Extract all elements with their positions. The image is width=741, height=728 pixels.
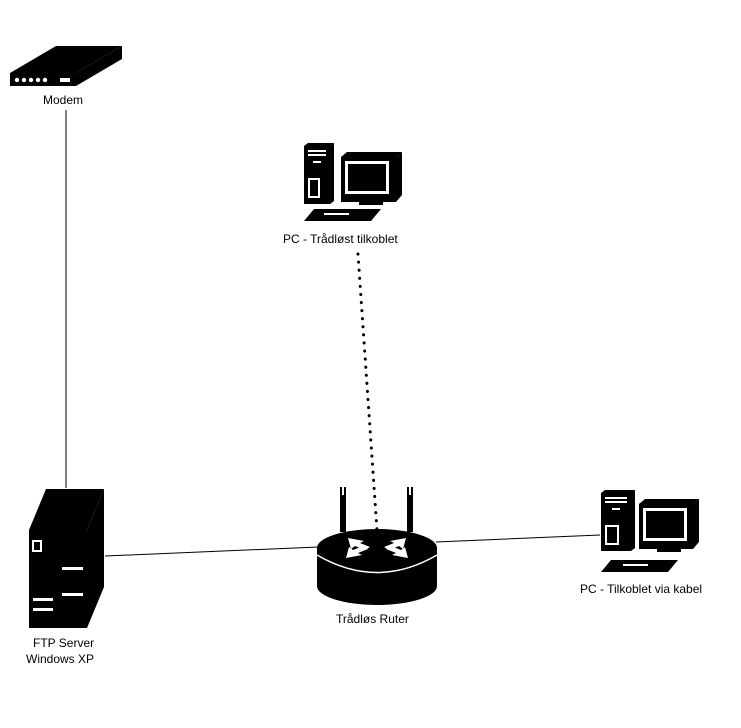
server-tower-icon [29, 489, 104, 628]
wireless-router-icon [316, 487, 438, 605]
link-router-pc-cable [435, 534, 601, 543]
modem-icon [10, 46, 122, 86]
link-wireless-pc-router [356, 252, 379, 532]
link-ftp-server-router [104, 546, 319, 557]
modem-label: Modem [43, 93, 84, 107]
ftp-server-label-line1: FTP Server [33, 636, 95, 650]
pc-wireless-label: PC - Trådløst tilkoblet [283, 232, 398, 246]
pc-cable-label: PC - Tilkoblet via kabel [580, 582, 703, 596]
router-label: Trådløs Ruter [336, 612, 409, 626]
ftp-server-label-line2: Windows XP [26, 652, 95, 666]
desktop-pc-icon [601, 490, 699, 572]
desktop-pc-icon [304, 143, 402, 221]
